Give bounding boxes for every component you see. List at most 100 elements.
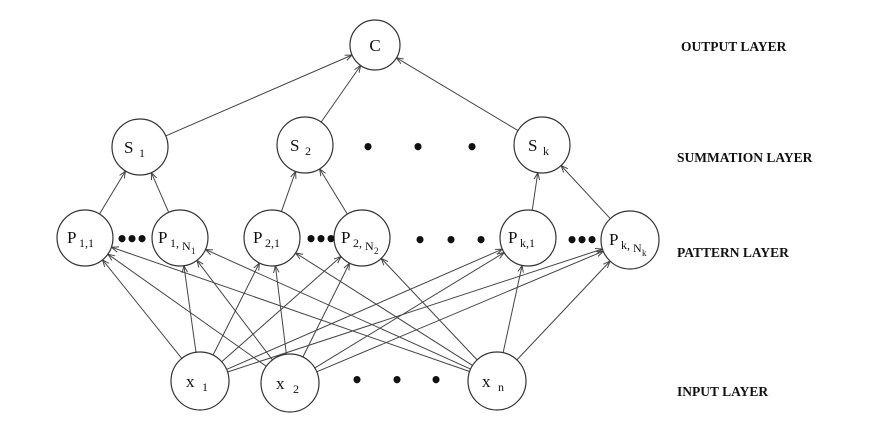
edge-x2-p21 — [275, 266, 287, 355]
svg-text:P: P — [341, 228, 350, 247]
summation-node-1-sub: 1 — [139, 146, 145, 160]
edge-sk-c — [396, 58, 519, 132]
summation-node-2-sub: 2 — [305, 144, 311, 158]
svg-text:P: P — [67, 228, 76, 247]
svg-text:•: • — [445, 228, 458, 252]
svg-text:N: N — [182, 239, 191, 253]
input-node-1: x 1 — [170, 351, 230, 411]
summation-layer-title: SUMMATION LAYER — [677, 150, 813, 165]
svg-text:•: • — [414, 228, 427, 252]
svg-text:•: • — [430, 368, 443, 392]
pattern-ellipsis-2: • • • — [305, 227, 338, 251]
svg-text:1: 1 — [202, 380, 208, 394]
input-node-2: x 2 — [260, 353, 320, 413]
svg-text:•: • — [391, 368, 404, 392]
edge-x2-pk1 — [314, 253, 504, 369]
input-node-n: x n — [467, 351, 527, 411]
svg-text:•: • — [475, 228, 488, 252]
edge-pkn-sk — [561, 166, 611, 220]
svg-text:1,: 1, — [170, 236, 179, 250]
pattern-layer-title: PATTERN LAYER — [677, 245, 789, 260]
svg-text:x: x — [482, 372, 491, 391]
edge-p2n-s2 — [320, 169, 348, 215]
svg-text:n: n — [498, 380, 504, 394]
edge-x1-pk1 — [226, 249, 503, 370]
summation-node-1-main: S — [124, 138, 133, 157]
svg-text:•: • — [586, 228, 599, 252]
svg-text:•: • — [362, 135, 375, 159]
input-ellipsis: • • • — [351, 368, 443, 392]
output-node: C — [349, 19, 401, 71]
edge-x1-p11 — [103, 260, 183, 359]
svg-text:•: • — [315, 227, 328, 251]
edge-p21-s2 — [280, 171, 295, 212]
svg-text:•: • — [576, 228, 589, 252]
edge-xn-p2n — [381, 258, 478, 361]
svg-text:•: • — [126, 227, 139, 251]
pattern-node-1-n1: P 1, N 1 — [151, 209, 209, 267]
summation-node-1: S 1 — [111, 118, 169, 176]
svg-text:2,: 2, — [353, 236, 362, 250]
summation-node-2: S 2 — [276, 116, 334, 174]
svg-text:P: P — [508, 228, 517, 247]
svg-text:P: P — [609, 230, 618, 249]
edge-xn-pk1 — [502, 265, 522, 353]
edge-x1-pkn — [227, 249, 603, 373]
edge-pk1-sk — [531, 173, 538, 211]
svg-text:2: 2 — [374, 246, 379, 256]
input-layer-title: INPUT LAYER — [677, 384, 768, 399]
pattern-node-k-nk: P k, N k — [600, 210, 660, 270]
svg-text:•: • — [325, 227, 338, 251]
pattern-ellipsis-middle: • • • — [414, 228, 488, 252]
svg-text:•: • — [351, 368, 364, 392]
edge-x2-p2n — [302, 263, 350, 358]
svg-text:k: k — [642, 248, 647, 258]
edge-s1-c — [165, 55, 352, 137]
edge-x1-p2n — [221, 257, 341, 363]
output-layer-title: OUTPUT LAYER — [681, 39, 787, 54]
connection-lines — [99, 55, 611, 373]
pattern-node-1-1: P 1,1 — [56, 209, 114, 267]
svg-text:P: P — [253, 228, 262, 247]
pattern-ellipsis-k: • • • — [566, 228, 599, 252]
pattern-node-2-1: P 2,1 — [243, 209, 301, 267]
summation-node-k-sub: k — [543, 144, 549, 158]
edge-xn-pkn — [516, 261, 610, 361]
svg-text:x: x — [276, 374, 285, 393]
svg-text:•: • — [412, 135, 425, 159]
svg-text:1,1: 1,1 — [79, 236, 94, 250]
svg-text:k,: k, — [621, 238, 630, 252]
edge-x2-p11 — [108, 254, 267, 367]
svg-text:•: • — [305, 227, 318, 251]
edge-x2-pkn — [316, 251, 604, 373]
svg-text:•: • — [466, 135, 479, 159]
svg-text:P: P — [158, 228, 167, 247]
pattern-node-2-n2: P 2, N 2 — [333, 209, 391, 267]
svg-text:•: • — [566, 228, 579, 252]
svg-text:x: x — [186, 372, 195, 391]
svg-text:2,1: 2,1 — [265, 236, 280, 250]
svg-text:k,1: k,1 — [520, 236, 535, 250]
edge-x1-p1n — [184, 266, 197, 353]
svg-text:1: 1 — [191, 246, 196, 256]
output-node-label: C — [369, 36, 380, 55]
svg-text:2: 2 — [293, 382, 299, 396]
summation-ellipsis: • • • — [362, 135, 479, 159]
edge-p11-s1 — [99, 171, 126, 215]
edge-p1n-s1 — [151, 173, 170, 213]
summation-node-2-main: S — [290, 136, 299, 155]
summation-node-k: S k — [513, 116, 571, 174]
edge-s2-c — [320, 66, 361, 123]
edge-x1-p21 — [212, 263, 259, 356]
pattern-ellipsis-1: • • • — [116, 227, 149, 251]
pattern-node-k-1: P k,1 — [499, 209, 557, 267]
svg-text:•: • — [116, 227, 129, 251]
edge-xn-p21 — [296, 253, 473, 366]
edge-x2-p1n — [197, 260, 273, 361]
edge-xn-p11 — [112, 247, 470, 372]
edge-xn-p1n — [206, 250, 471, 370]
summation-node-k-main: S — [528, 136, 537, 155]
svg-text:N: N — [633, 241, 642, 255]
svg-text:N: N — [365, 239, 374, 253]
